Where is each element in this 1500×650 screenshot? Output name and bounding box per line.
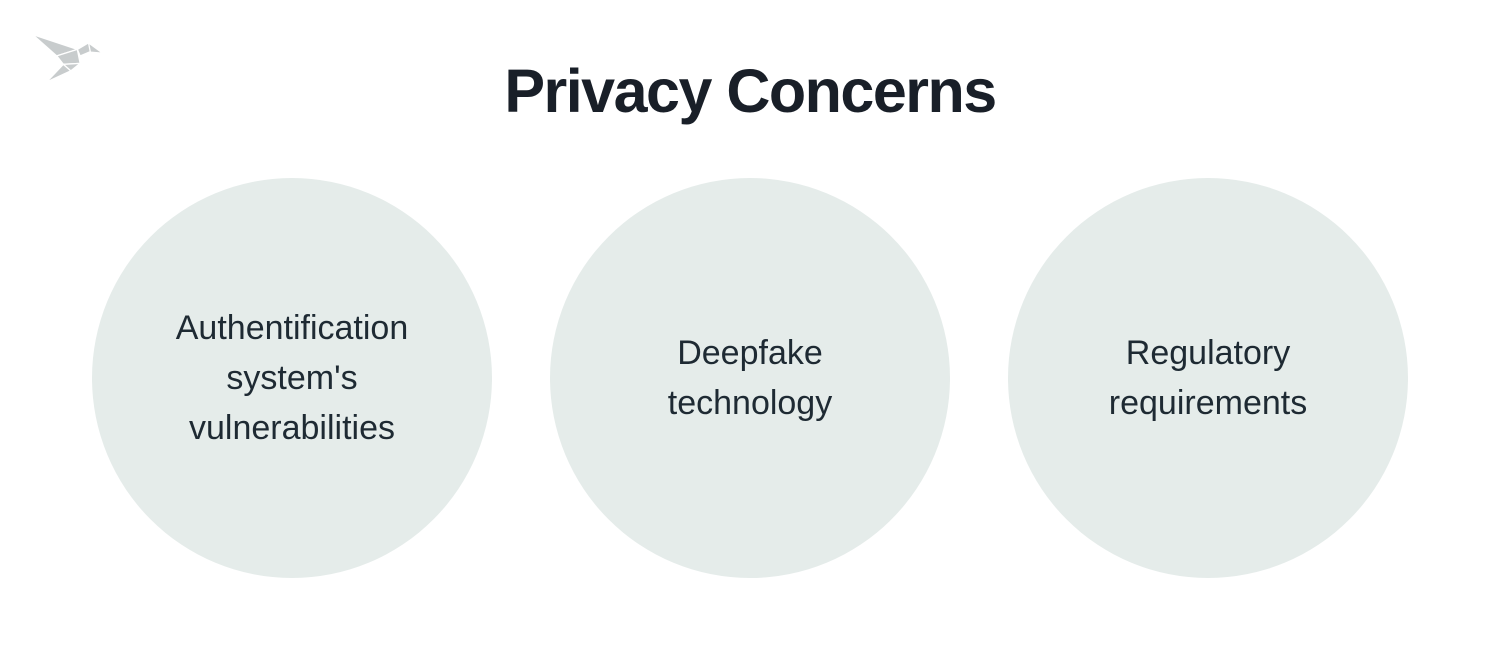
concern-label: Authentification system's vulnerabilitie…	[175, 309, 409, 447]
concern-label: Deepfake technology	[667, 334, 833, 422]
concern-label: Regulatory requirements	[1108, 334, 1308, 422]
concerns-row: Authentification system's vulnerabilitie…	[0, 178, 1500, 578]
concern-circle-authentification: Authentification system's vulnerabilitie…	[92, 178, 492, 578]
concern-circle-regulatory: Regulatory requirements	[1008, 178, 1408, 578]
concern-circle-deepfake: Deepfake technology	[550, 178, 950, 578]
page-title: Privacy Concerns	[504, 57, 997, 125]
origami-bird-icon	[26, 22, 110, 88]
